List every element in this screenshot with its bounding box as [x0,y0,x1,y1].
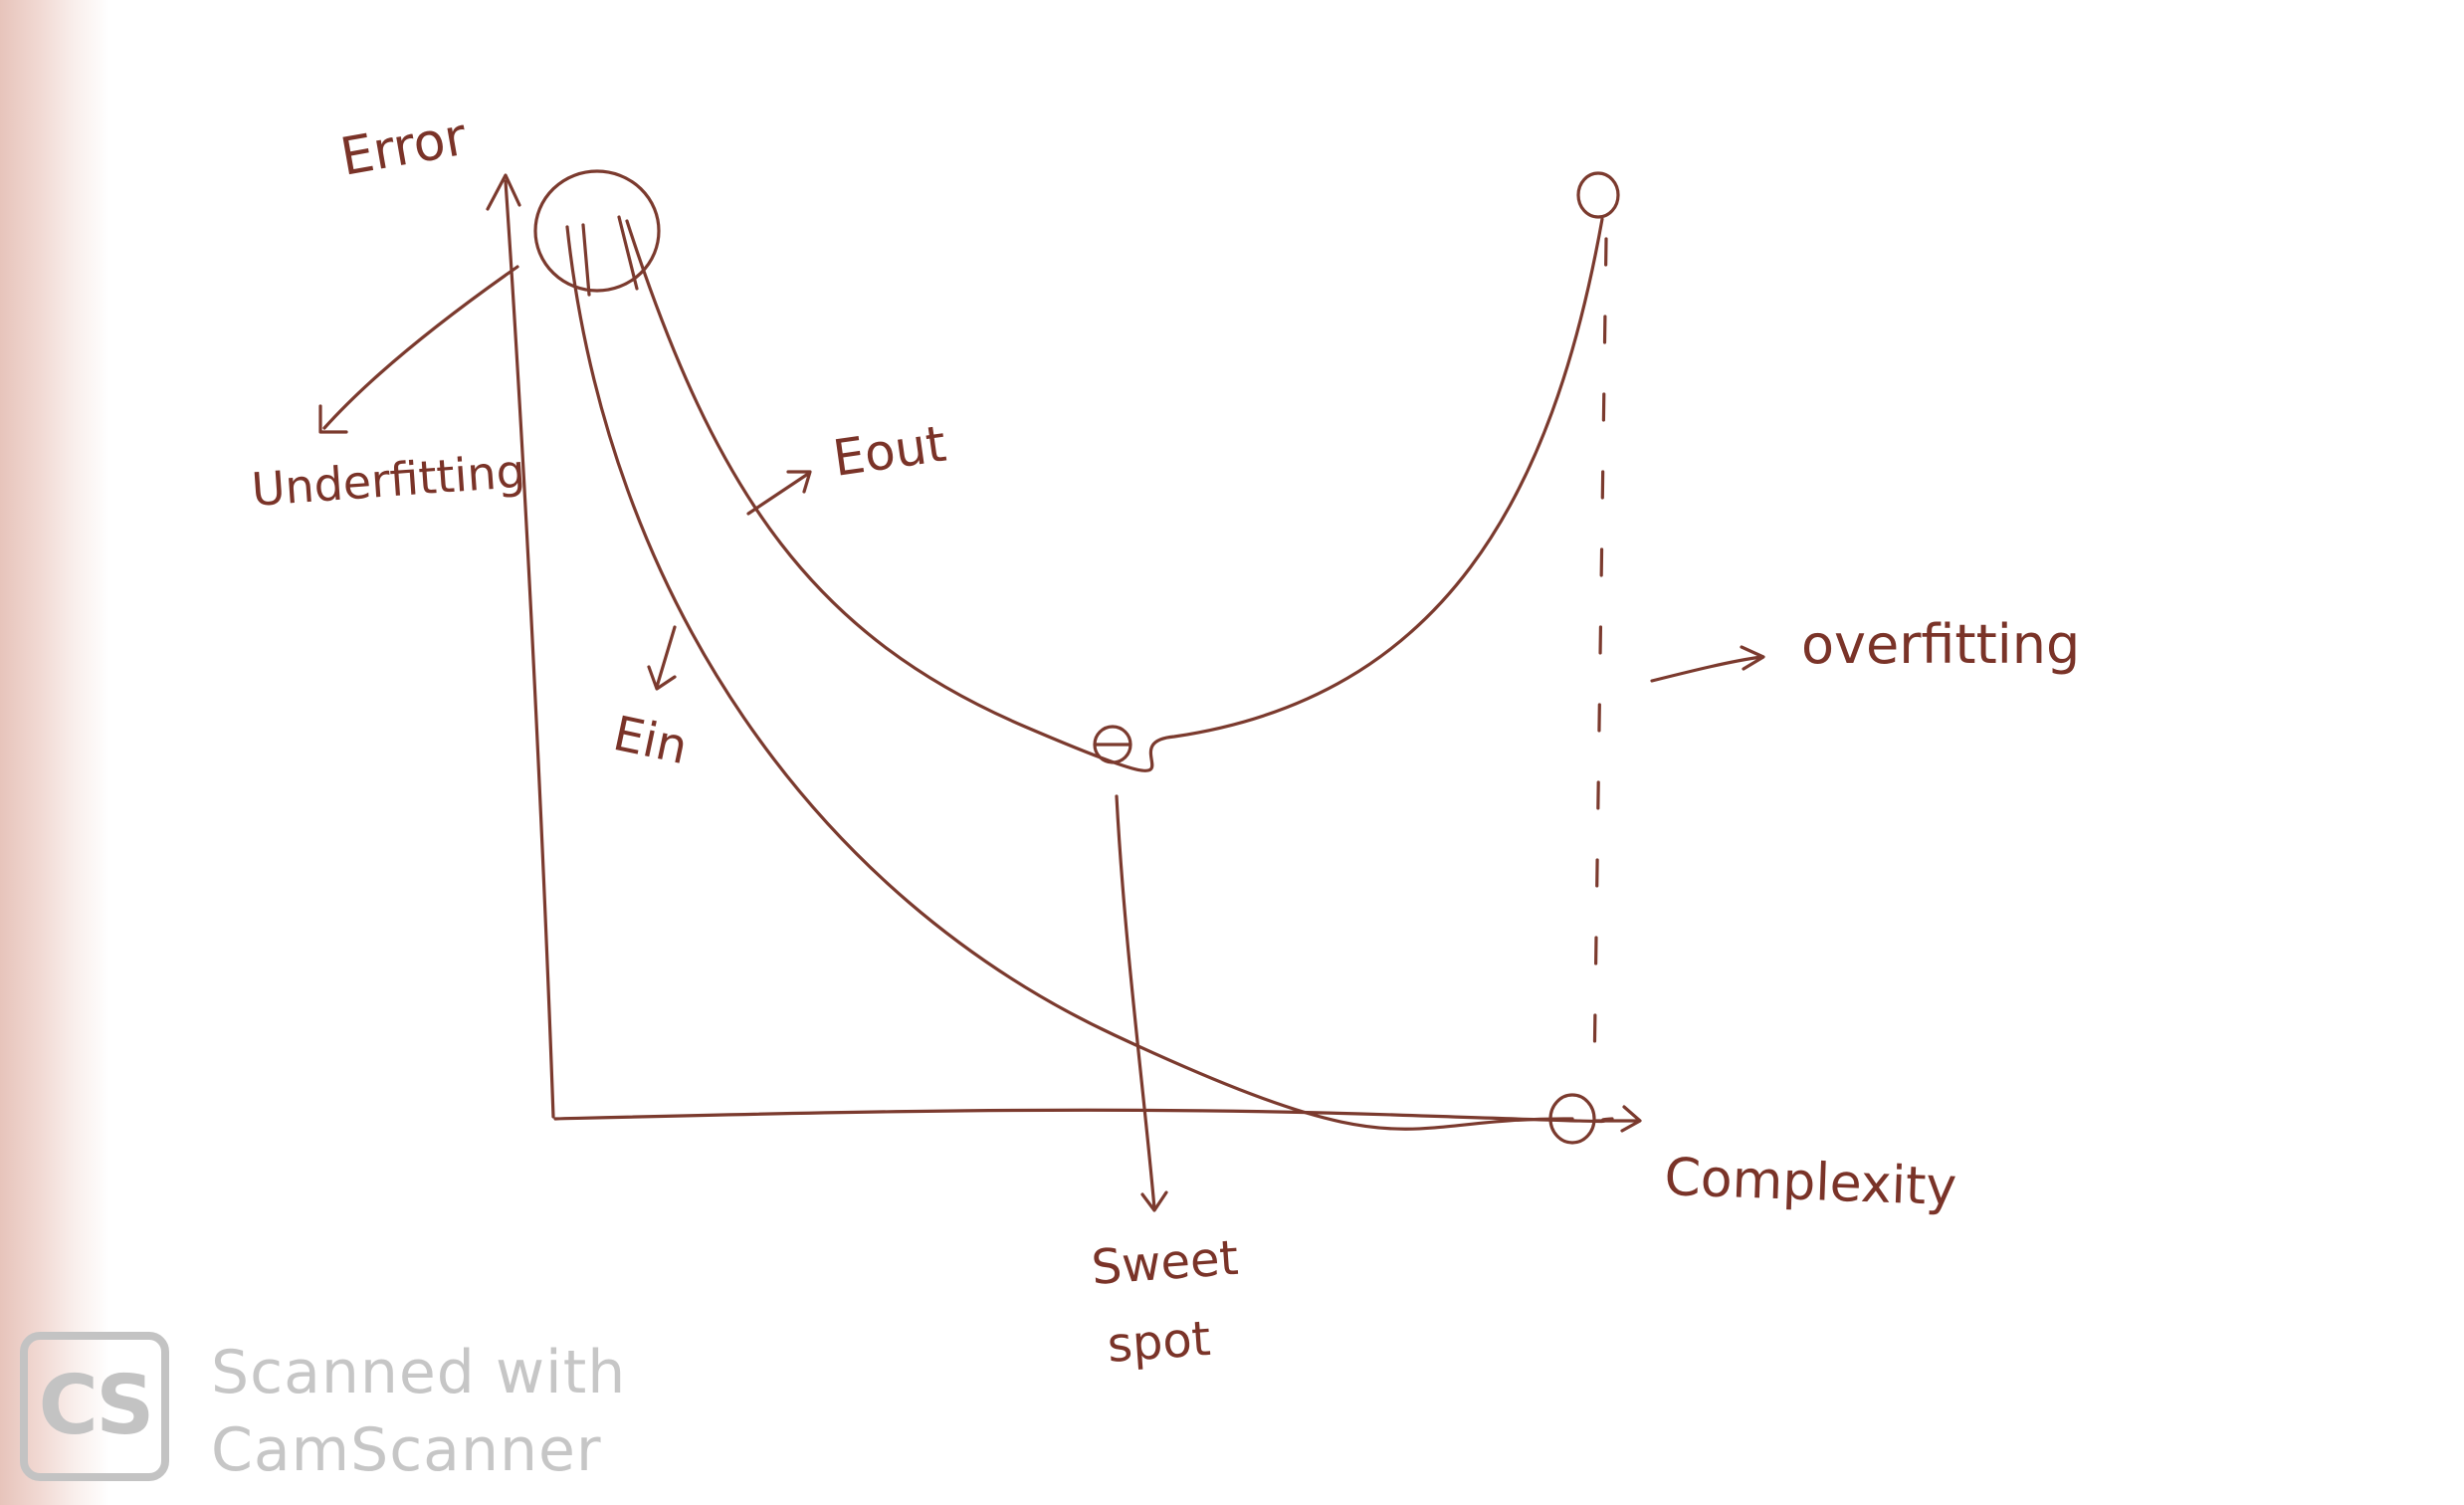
ein-arrow [655,625,677,689]
circle-inner-tick [617,215,639,291]
underfitting-arrow [322,265,519,430]
sweet-spot-arrow [1115,794,1156,1210]
camscanner-watermark: Scanned with CamScanner [211,1334,626,1489]
eout-arrow [746,472,810,516]
y-axis [504,179,555,1119]
overfitting-dashed-line [1592,237,1608,1077]
sweet-spot-arrowhead [1140,1190,1168,1212]
overfitting-top-circle [1576,171,1620,219]
underfitting-label: Underfitting [250,444,527,517]
overfitting-label: overfitting [1801,613,2080,676]
sweet-spot-label-line2: spot [1106,1311,1212,1374]
eout-arrowhead [786,470,812,494]
camscanner-logo-badge: CS [38,1359,155,1453]
x-axis [553,1108,1614,1124]
overfitting-arrowhead [1740,645,1765,671]
ein-arrowhead [647,665,677,691]
eout-label: Eout [830,415,949,488]
circle-inner-tick [581,223,591,297]
x-axis-arrowhead [1620,1105,1642,1133]
overfitting-arrow [1650,655,1763,683]
sweet-spot-label-line1: Sweet [1090,1230,1240,1296]
y-axis-label: Error [336,108,472,188]
watermark-line2: CamScanner [211,1415,602,1485]
ein-curve [565,225,1574,1131]
ein-label: Ein [609,706,693,775]
underfitting-circle [533,169,661,293]
eout-curve [625,217,1604,772]
y-axis-arrowhead [486,173,521,211]
sweet-spot-circle [1093,725,1132,764]
watermark-line1: Scanned with [211,1338,627,1407]
x-axis-end-circle [1548,1093,1596,1145]
camscanner-logo-icon: CS [20,1332,169,1481]
x-axis-label: Complexity [1664,1148,1958,1217]
underfitting-arrowhead [318,404,348,434]
